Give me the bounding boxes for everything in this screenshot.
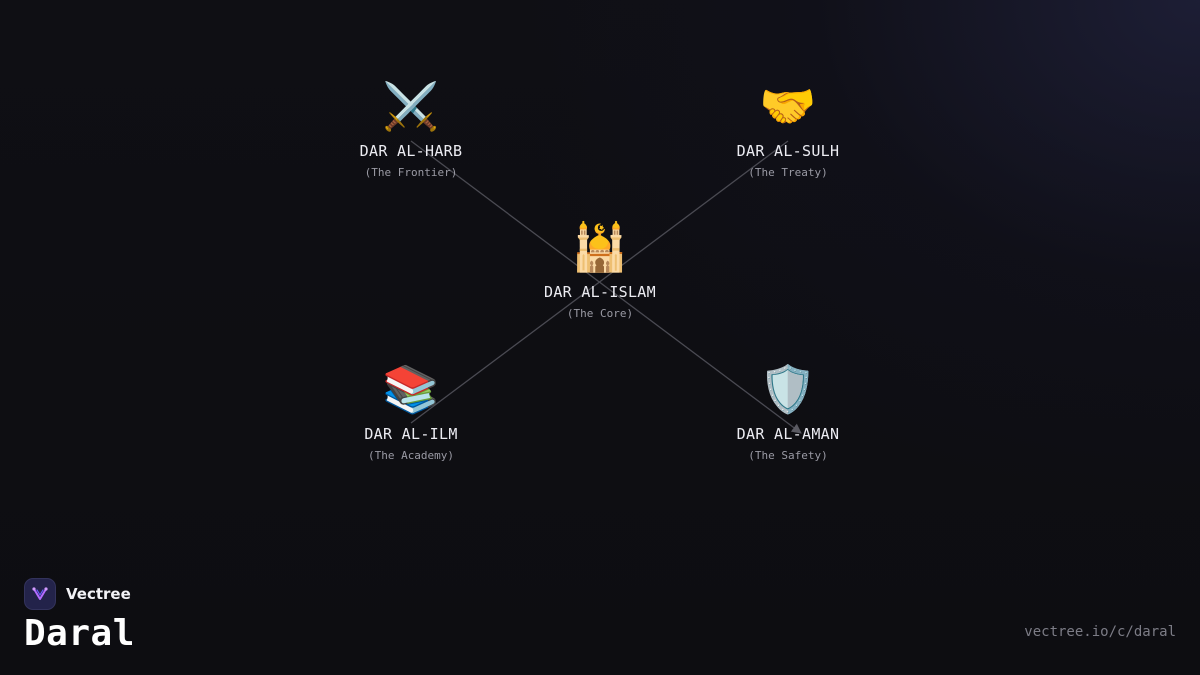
node-subtitle: (The Treaty) [748,166,828,179]
node-title: DAR AL-HARB [359,142,463,160]
node-dar-al-harb[interactable]: ⚔️ DAR AL-HARB (The Frontier) [321,76,501,179]
node-title: DAR AL-ILM [364,425,458,443]
crossed-swords-icon: ⚔️ [382,79,440,133]
node-subtitle: (The Frontier) [364,166,458,179]
brand-row: Vectree [24,577,135,611]
node-subtitle: (The Academy) [367,449,455,462]
node-dar-al-sulh[interactable]: 🤝 DAR AL-SULH (The Treaty) [698,76,878,179]
node-title: DAR AL-SULH [736,142,840,160]
mosque-icon: 🕌 [571,220,629,274]
shield-icon: 🛡️ [759,362,817,416]
brand-name[interactable]: Vectree [66,585,131,603]
node-subtitle: (The Safety) [748,449,828,462]
node-title: DAR AL-AMAN [736,425,840,443]
node-dar-al-islam[interactable]: 🕌 DAR AL-ISLAM (The Core) [510,217,690,320]
brand-block: Vectree Daral [24,577,135,654]
node-subtitle: (The Core) [566,307,634,320]
node-dar-al-ilm[interactable]: 📚 DAR AL-ILM (The Academy) [321,359,501,462]
page-title: Daral [24,613,135,654]
page-url[interactable]: vectree.io/c/daral [1024,624,1176,640]
books-icon: 📚 [382,362,440,416]
link-harb-to-aman [410,140,802,434]
handshake-icon: 🤝 [759,79,817,133]
vectree-logo-icon[interactable] [24,578,56,610]
node-dar-al-aman[interactable]: 🛡️ DAR AL-AMAN (The Safety) [698,359,878,462]
link-sulh-to-ilm [410,140,789,424]
node-title: DAR AL-ISLAM [544,283,656,301]
